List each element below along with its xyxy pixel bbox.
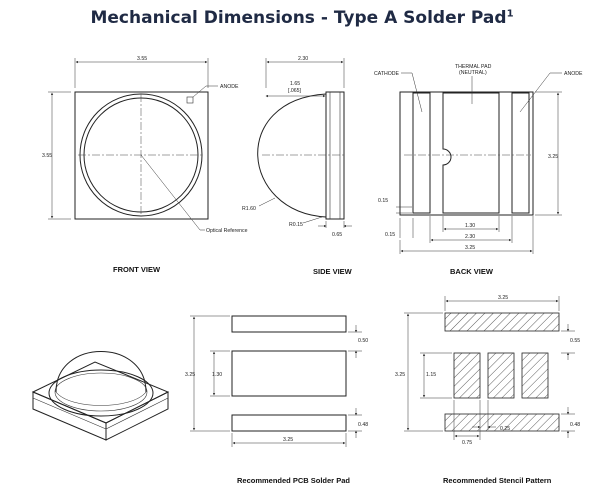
- side-radius-2-label: R0.15: [289, 222, 303, 228]
- back-cathode-leader: [401, 72, 423, 113]
- side-base: [325, 91, 345, 220]
- front-anode-leader: [192, 85, 218, 98]
- back-anode-leader: [519, 72, 562, 113]
- front-optical-label: Optical Reference: [206, 228, 248, 234]
- stencil-bottom-label: 0.48: [570, 422, 580, 428]
- stencil-inner-label: 1.15: [426, 372, 436, 378]
- pcb-solder-pad-view: 3.25 1.30 0.50 0.48 3.25 Recommended PCB…: [185, 315, 368, 485]
- back-anode-label: ANODE: [564, 71, 583, 77]
- front-height-label: 3.55: [42, 153, 52, 159]
- pcb-top-pad-label: 0.50: [358, 338, 368, 344]
- pcb-view-label: Recommended PCB Solder Pad: [237, 476, 350, 485]
- stencil-top-label: 0.55: [570, 338, 580, 344]
- front-package-outline: [74, 91, 209, 220]
- pcb-width-label: 3.25: [283, 437, 293, 443]
- title-text: Mechanical Dimensions - Type A Solder Pa…: [90, 8, 507, 28]
- side-radius-2-leader: [302, 216, 323, 224]
- iso-dome: [55, 351, 147, 393]
- back-package-outline: [399, 91, 534, 216]
- stencil-aperture-2: [487, 352, 515, 399]
- pcb-center-label: 1.30: [212, 372, 222, 378]
- iso-right-face: [105, 391, 169, 441]
- stencil-aperture-label: 0.75: [462, 440, 472, 446]
- back-thermal-label-2: (NEUTRAL): [459, 70, 487, 76]
- back-view: CATHODE THERMAL PAD (NEUTRAL) ANODE 3.25…: [374, 64, 583, 276]
- back-dim-230: 2.30: [465, 234, 475, 240]
- side-dome-label-2: [.065]: [288, 88, 302, 94]
- front-width-label: 3.55: [137, 56, 147, 62]
- page-title: Mechanical Dimensions - Type A Solder Pa…: [0, 8, 604, 28]
- back-dim-325: 3.25: [465, 245, 475, 251]
- back-anode-pad: [511, 92, 530, 214]
- front-view: ANODE Optical Reference 3.55 3.55 FRONT …: [42, 56, 248, 274]
- stencil-aperture-1: [453, 352, 481, 399]
- front-anode-label: ANODE: [220, 84, 239, 90]
- front-view-label: FRONT VIEW: [113, 265, 161, 274]
- side-radius-1-leader: [258, 197, 276, 207]
- back-view-label: BACK VIEW: [450, 267, 494, 276]
- back-dim-015-bottom: 0.15: [385, 232, 395, 238]
- pcb-center-pad: [231, 350, 347, 397]
- back-height-label: 3.25: [548, 154, 558, 160]
- back-thermal-label-1: THERMAL PAD: [455, 64, 492, 70]
- isometric-view: [31, 351, 170, 441]
- side-dome: [257, 93, 327, 218]
- stencil-top-pad: [444, 312, 560, 332]
- stencil-aperture-3: [521, 352, 549, 399]
- side-radius-1-label: R1.60: [242, 206, 256, 212]
- back-cathode-pad: [412, 92, 431, 214]
- side-view: 2.30 1.65 [.065] R1.60 R0.15 0.65 SIDE V…: [242, 56, 353, 276]
- iso-top-face: [31, 361, 170, 424]
- back-dim-015-top: 0.15: [378, 198, 388, 204]
- stencil-height-label: 3.25: [395, 372, 405, 378]
- back-cathode-label: CATHODE: [374, 71, 400, 77]
- stencil-width-label: 3.25: [498, 295, 508, 301]
- title-footnote: 1: [506, 8, 514, 20]
- pcb-top-pad: [231, 315, 347, 333]
- stencil-gap-label: 0.25: [500, 426, 510, 432]
- stencil-view-label: Recommended Stencil Pattern: [443, 476, 552, 485]
- pcb-bottom-pad-label: 0.48: [358, 422, 368, 428]
- pcb-bottom-pad: [231, 414, 347, 432]
- front-optical-leader: [140, 154, 205, 231]
- pcb-height-label: 3.25: [185, 372, 195, 378]
- side-base-label: 0.65: [332, 232, 342, 238]
- stencil-pattern-view: 3.25 3.25 1.15 0.55 0.48 0.75 0.25 Recom…: [395, 295, 580, 485]
- iso-dome-ring: [48, 369, 154, 417]
- front-anode-marker: [186, 96, 194, 104]
- side-view-label: SIDE VIEW: [313, 267, 353, 276]
- side-dome-label-1: 1.65: [290, 81, 300, 87]
- back-dim-130: 1.30: [465, 223, 475, 229]
- back-thermal-pad: [442, 92, 500, 214]
- side-width-label: 2.30: [298, 56, 308, 62]
